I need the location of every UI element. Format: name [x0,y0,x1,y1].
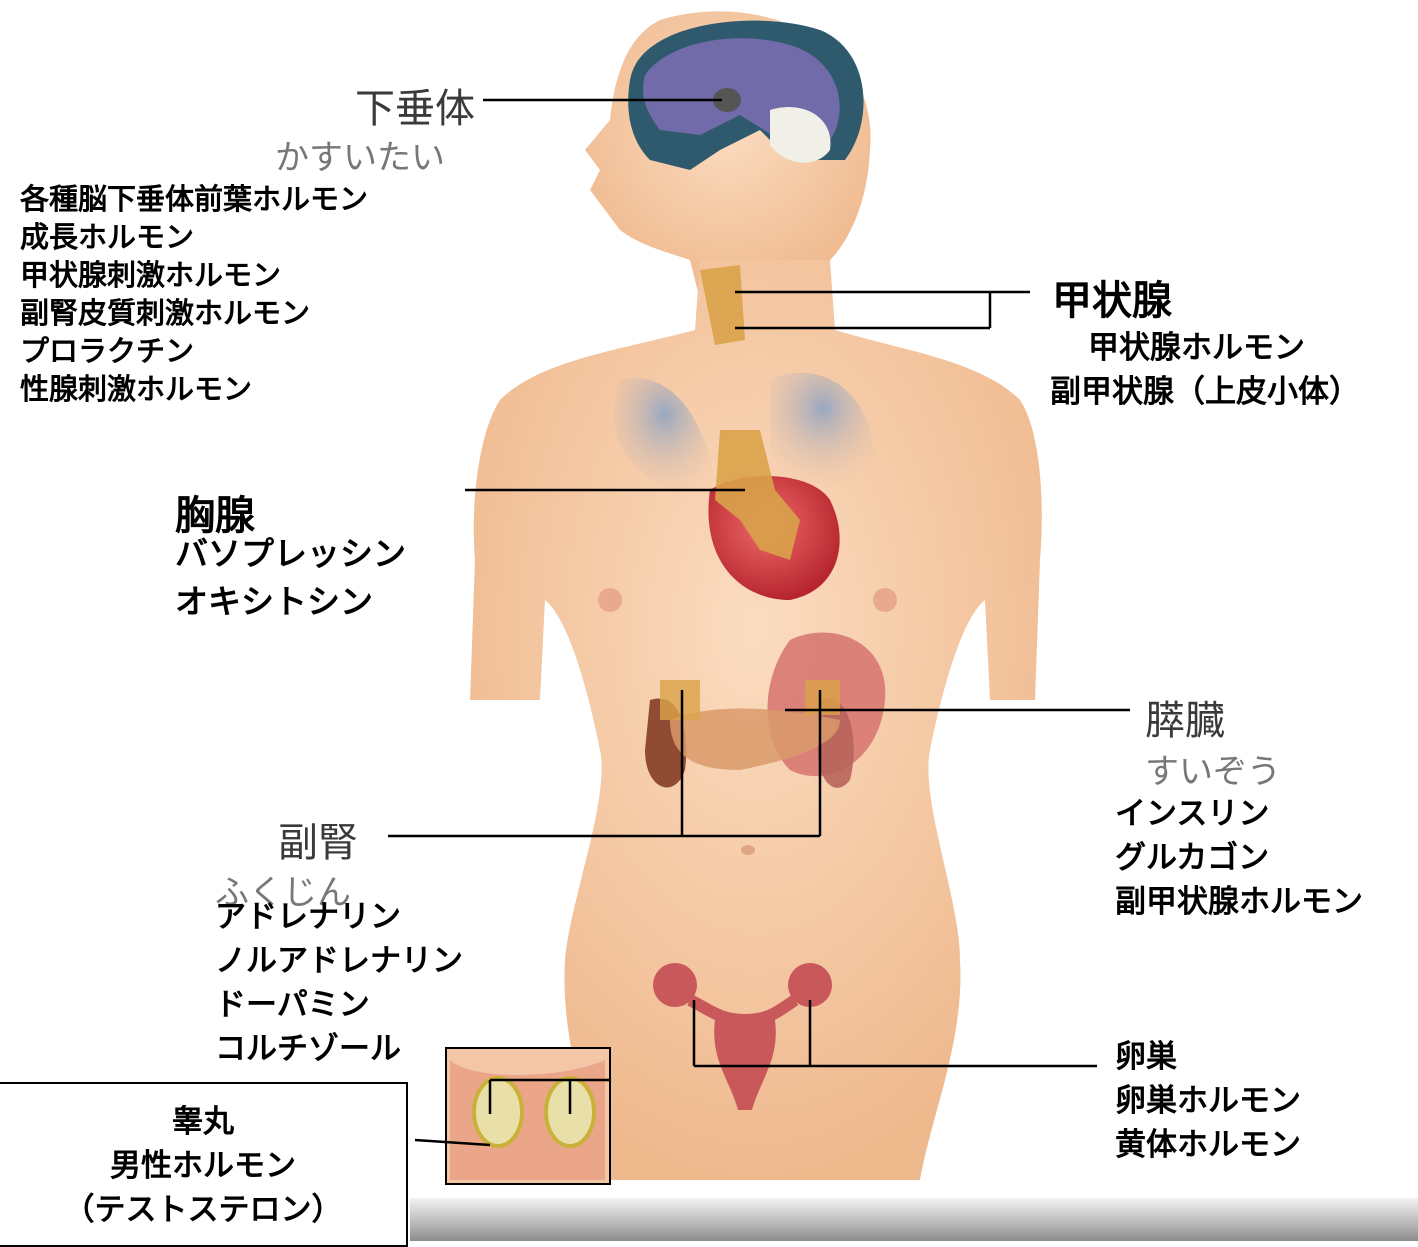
left-testis [474,1078,522,1146]
pancreas-hormone: インスリン [1115,792,1363,836]
bottom-bar [410,1198,1418,1241]
thymus-hormone-list: バソプレッシン オキシトシン [175,530,406,626]
ovary-label: 卵巣 [1115,1035,1301,1079]
thyroid-label: 甲状腺 [1052,268,1172,326]
pituitary-reading: かすいたい [275,130,445,179]
pancreas-reading: すいぞう [1145,744,1281,793]
left-nipple [598,588,622,612]
thymus-hormone: バソプレッシン [175,530,406,578]
pancreas-hormone-list: インスリン グルカゴン 副甲状腺ホルモン [1115,792,1363,924]
pituitary-hormone-list: 各種脳下垂体前葉ホルモン 成長ホルモン 甲状腺刺激ホルモン 副腎皮質刺激ホルモン… [20,180,368,408]
adrenal-label: 副腎 [278,810,358,868]
adrenal-hormone: ドーパミン [215,983,463,1027]
left-adrenal [660,680,700,720]
ovary-hormone: 黄体ホルモン [1115,1123,1301,1167]
navel [741,845,755,855]
adrenal-hormone-list: アドレナリン ノルアドレナリン ドーパミン コルチゾール [215,895,463,1071]
pancreas-label: 膵臓 [1145,688,1225,746]
testis-hormone: （テストステロン） [0,1188,406,1232]
testis-hormone: 男性ホルモン [0,1144,406,1188]
ovary-hormone: 卵巣ホルモン [1115,1079,1301,1123]
adrenal-hormone: アドレナリン [215,895,463,939]
pituitary-hormone: 成長ホルモン [20,218,368,256]
pituitary-hormone: 甲状腺刺激ホルモン [20,256,368,294]
pancreas-hormone: グルカゴン [1115,836,1363,880]
adrenal-hormone: ノルアドレナリン [215,939,463,983]
testis-label: 睾丸 [0,1100,406,1144]
thyroid-hormone-list: 甲状腺ホルモン 副甲状腺（上皮小体） [1050,326,1360,414]
pituitary-hormone: プロラクチン [20,332,368,370]
right-nipple [873,588,897,612]
pituitary-hormone: 副腎皮質刺激ホルモン [20,294,368,332]
thyroid-hormone: 甲状腺ホルモン [1050,326,1360,370]
thymus-hormone: オキシトシン [175,578,406,626]
thyroid-hormone: 副甲状腺（上皮小体） [1050,370,1360,414]
pituitary-hormone: 性腺刺激ホルモン [20,370,368,408]
pituitary-hormone: 各種脳下垂体前葉ホルモン [20,180,368,218]
adrenal-hormone: コルチゾール [215,1027,463,1071]
pancreas-hormone: 副甲状腺ホルモン [1115,880,1363,924]
pituitary-label: 下垂体 [355,76,475,134]
ovary-block: 卵巣 卵巣ホルモン 黄体ホルモン [1115,1035,1301,1167]
testis-callout: 睾丸 男性ホルモン （テストステロン） [0,1082,408,1247]
